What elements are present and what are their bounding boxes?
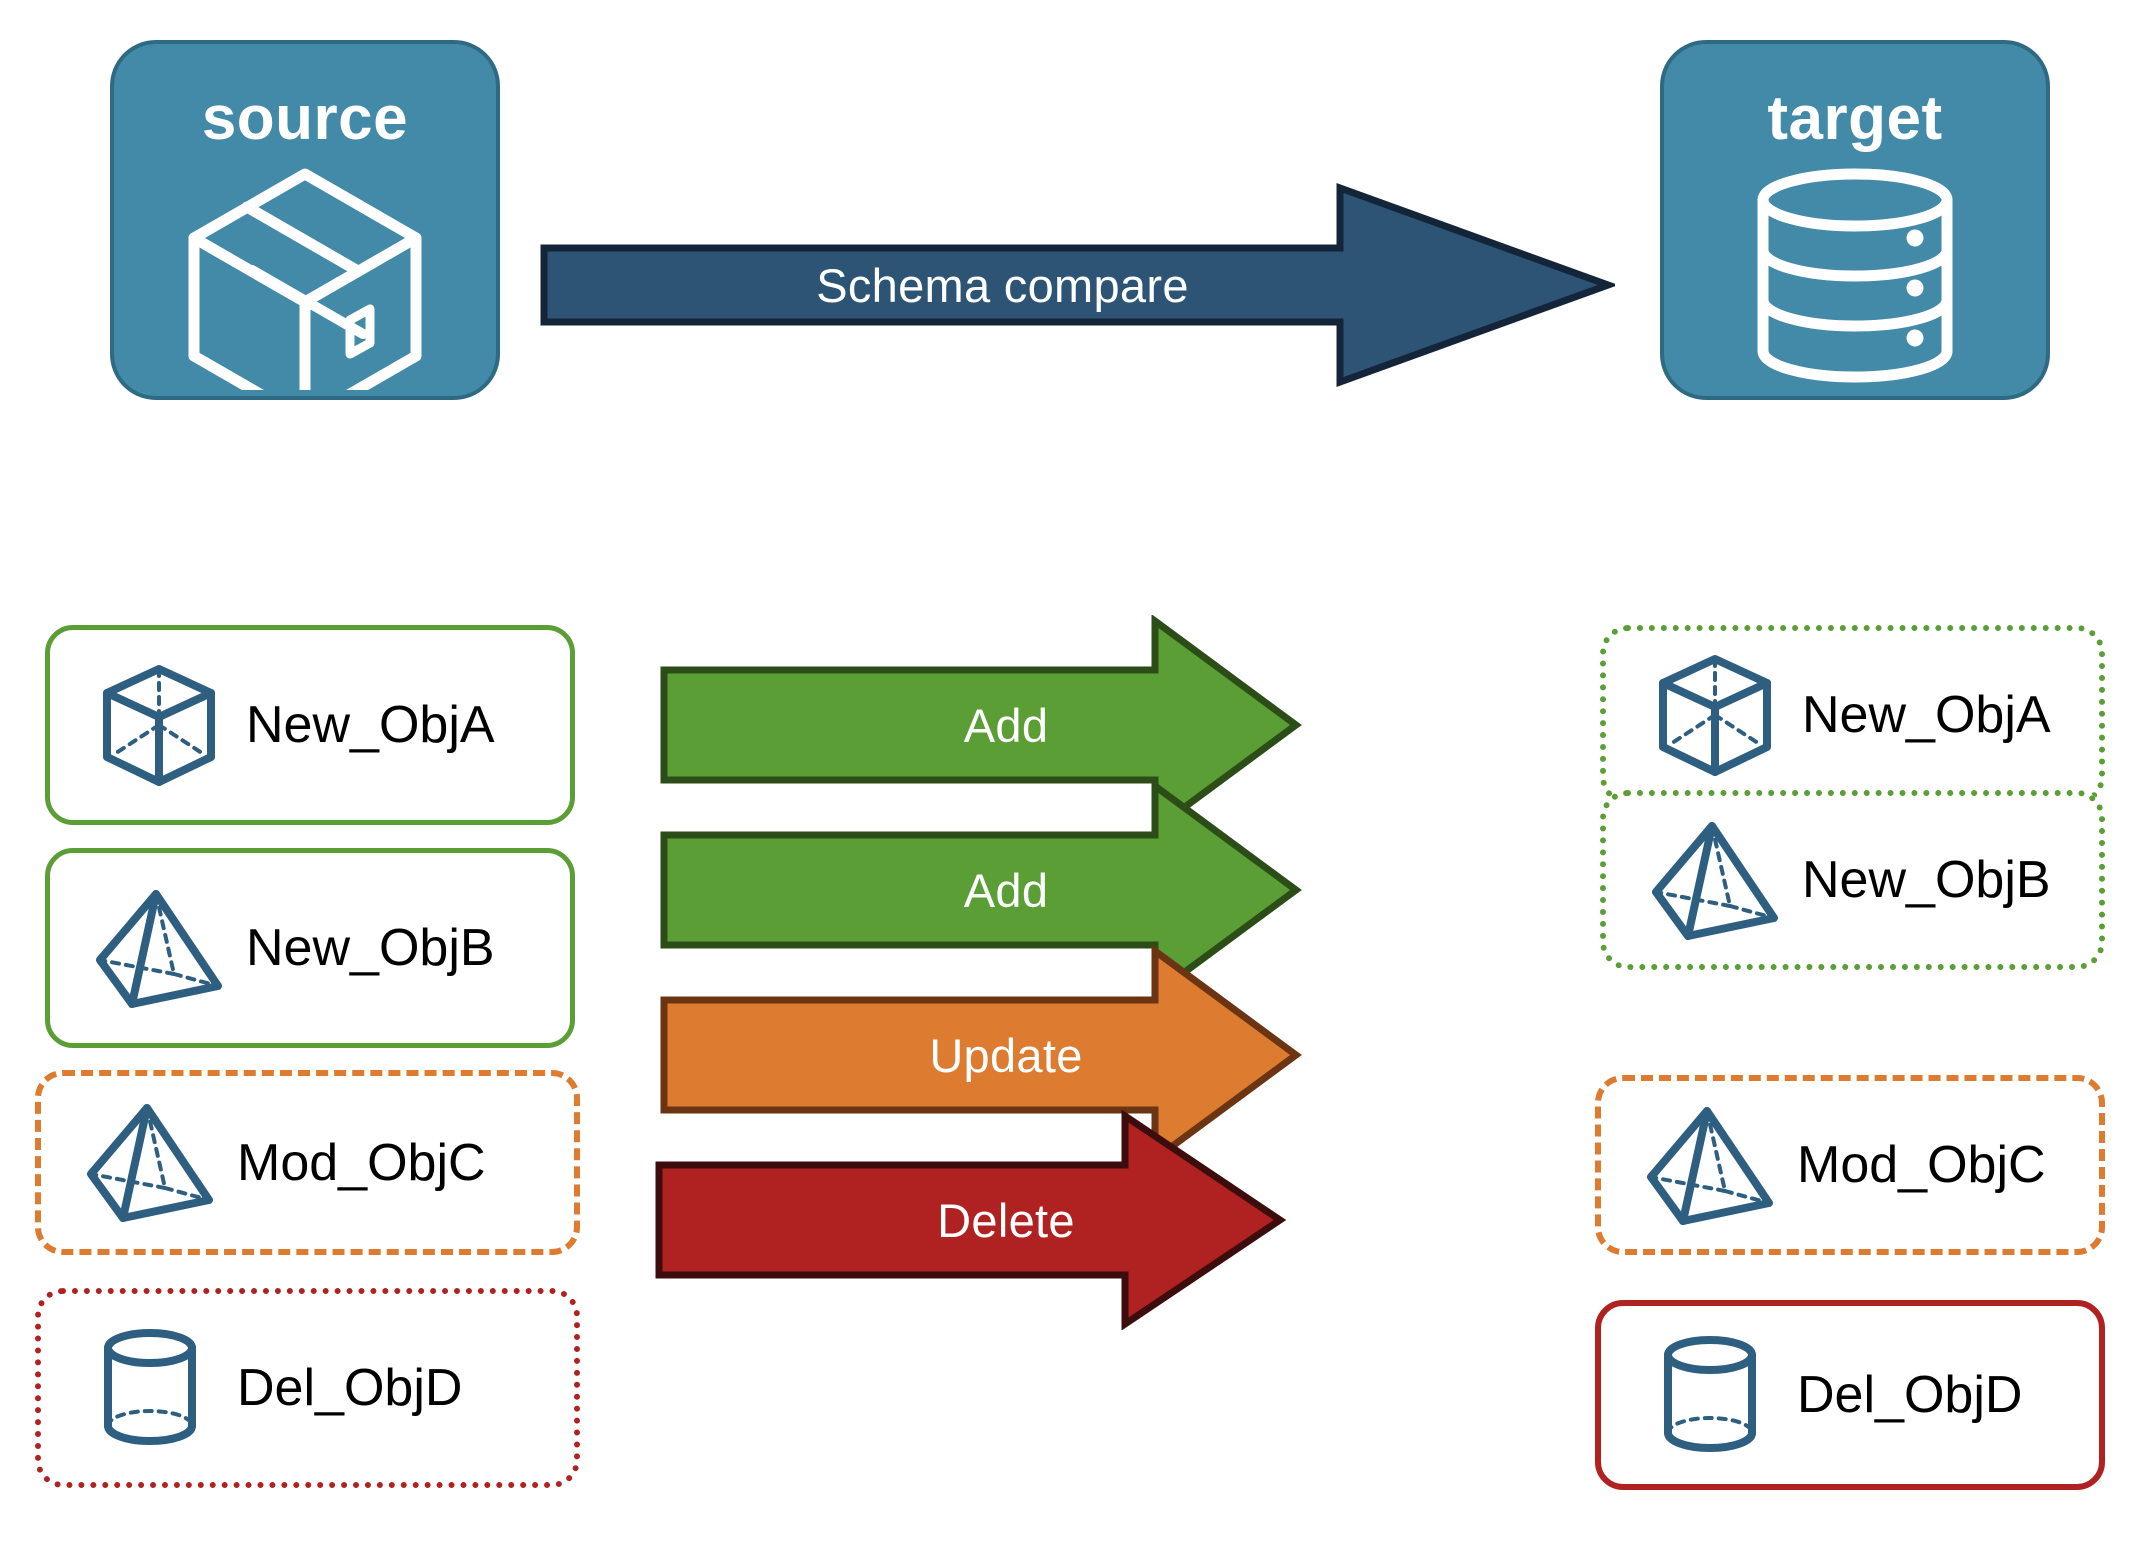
database-cylinder-icon (1664, 154, 2046, 396)
wireframe-cube-icon (1650, 653, 1780, 778)
target-object-label-3: Mod_ObjC (1797, 1136, 2046, 1194)
wireframe-cylinder-icon (85, 1326, 215, 1451)
target-object-label-2: New_ObjB (1802, 851, 2051, 909)
target-object-box-4[interactable]: Del_ObjD (1595, 1300, 2105, 1490)
target-endpoint-card[interactable]: target (1660, 40, 2050, 400)
target-object-label-4: Del_ObjD (1797, 1366, 2023, 1424)
target-object-box-2[interactable]: New_ObjB (1600, 790, 2105, 970)
source-object-label-4: Del_ObjD (237, 1359, 463, 1417)
source-title: source (201, 84, 409, 153)
target-object-box-3[interactable]: Mod_ObjC (1595, 1075, 2105, 1255)
source-object-box-2[interactable]: New_ObjB (45, 848, 575, 1048)
target-title: target (1767, 84, 1943, 153)
source-object-box-4[interactable]: Del_ObjD (35, 1288, 580, 1488)
source-object-box-1[interactable]: New_ObjA (45, 625, 575, 825)
target-object-box-1[interactable]: New_ObjA (1600, 625, 2105, 805)
wireframe-pyramid-icon (1650, 818, 1780, 943)
action-arrow-4[interactable]: Delete (655, 1109, 1505, 1331)
schema-compare-arrow[interactable]: Schema compare (540, 140, 1619, 430)
source-object-box-3[interactable]: Mod_ObjC (35, 1070, 580, 1255)
wireframe-cube-icon (94, 663, 224, 788)
wireframe-cylinder-icon (1645, 1333, 1775, 1458)
package-box-icon (114, 154, 496, 396)
source-object-label-3: Mod_ObjC (237, 1133, 486, 1192)
wireframe-pyramid-icon (1645, 1103, 1775, 1228)
source-object-label-2: New_ObjB (246, 919, 495, 977)
target-object-label-1: New_ObjA (1802, 686, 2051, 744)
wireframe-pyramid-icon (85, 1100, 215, 1225)
wireframe-pyramid-icon (94, 886, 224, 1011)
source-object-label-1: New_ObjA (246, 696, 495, 754)
source-endpoint-card[interactable]: source (110, 40, 500, 400)
